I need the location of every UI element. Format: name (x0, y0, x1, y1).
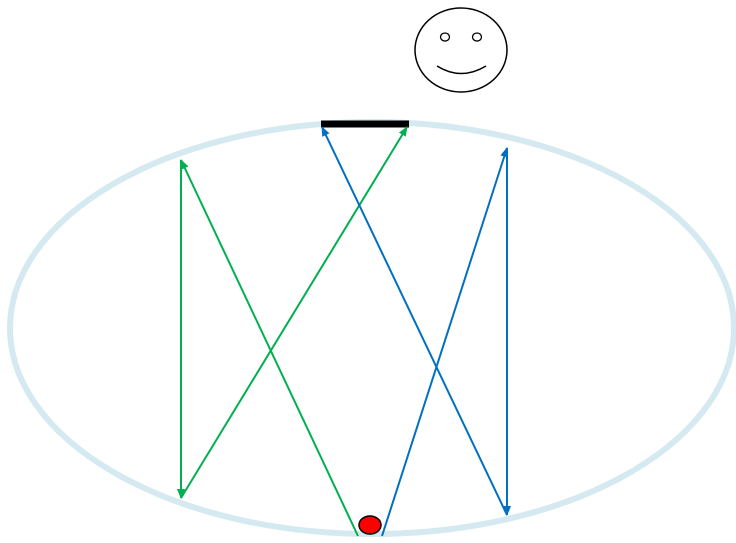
left-eye (439, 32, 451, 42)
face-outline (414, 7, 508, 93)
smiley-face-icon (414, 7, 508, 93)
green-path-1 (180, 159, 359, 537)
blue-path-1 (381, 147, 509, 537)
green-path-3 (180, 126, 408, 499)
right-eye (471, 32, 483, 42)
blue-path-3 (321, 126, 508, 516)
red-source-dot (358, 515, 382, 535)
smile-mouth (436, 65, 487, 75)
